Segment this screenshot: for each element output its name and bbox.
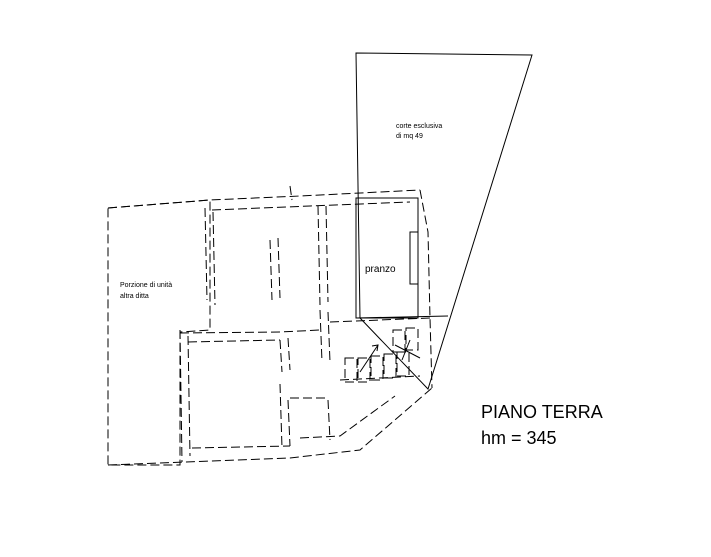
courtyard-outline	[355, 52, 533, 390]
courtyard-label-line1: corte esclusiva	[396, 123, 442, 130]
staircase	[344, 327, 421, 383]
dining-room-label: pranzo	[365, 264, 396, 275]
other-unit-label-line1: Porzione di unità	[120, 282, 172, 289]
courtyard-label-line2: di mq 49	[396, 133, 423, 140]
other-unit-label-line2: altra ditta	[120, 293, 149, 300]
floor-caption: PIANO TERRA	[481, 402, 603, 422]
dining-room-walls	[355, 197, 449, 319]
height-caption: hm = 345	[481, 428, 557, 448]
building-walls	[107, 185, 433, 466]
